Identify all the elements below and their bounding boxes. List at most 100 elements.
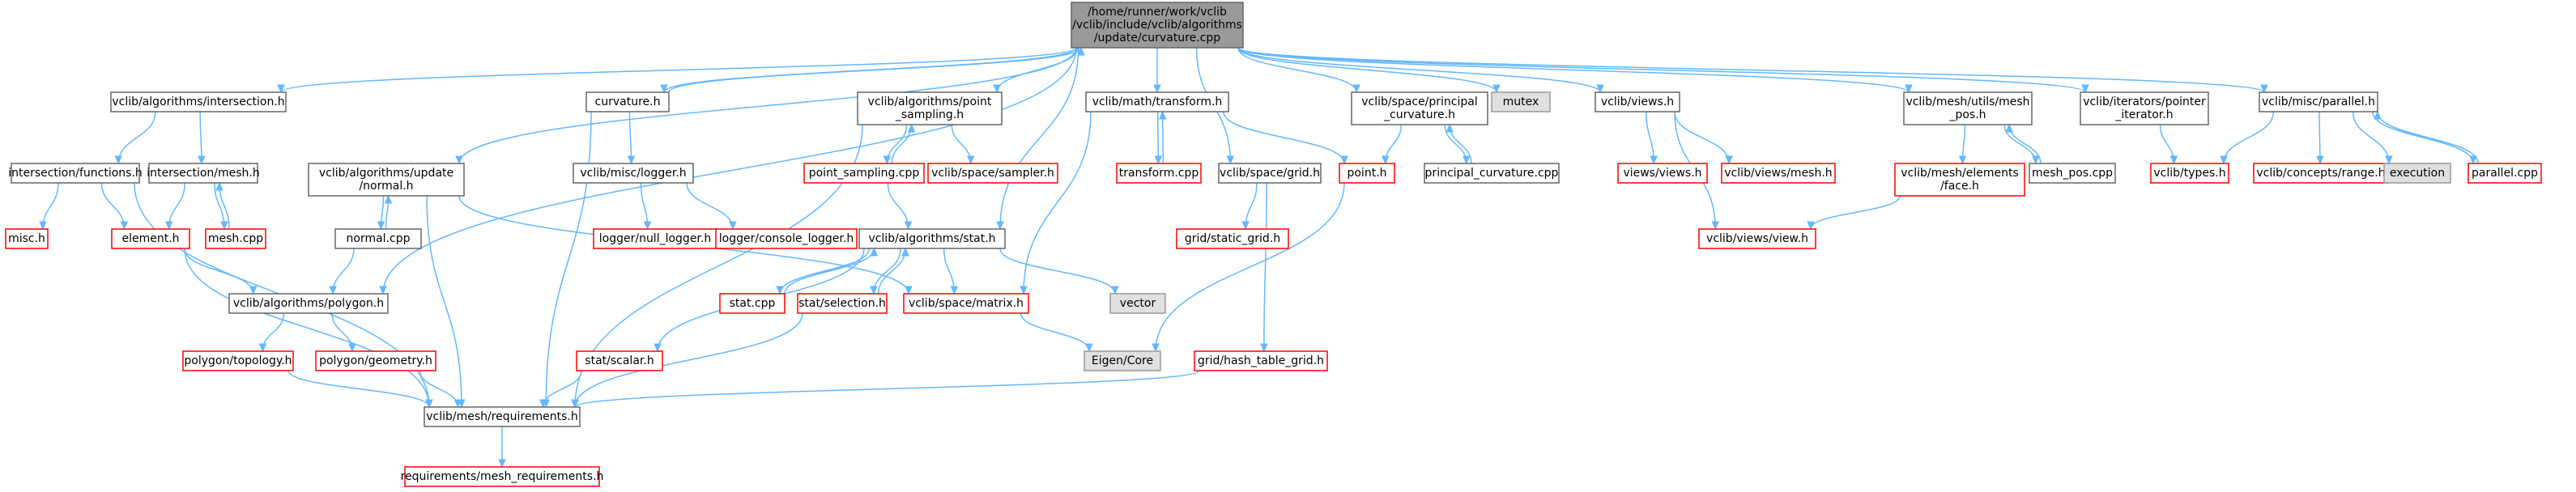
node-point-h[interactable]: point.h — [1339, 163, 1395, 184]
node-misc-h[interactable]: misc.h — [5, 228, 49, 249]
node-polygon-topology[interactable]: polygon/topology.h — [182, 350, 294, 371]
edge-arrowhead — [1492, 84, 1501, 94]
edge-root-to-intersection-h — [277, 47, 1077, 94]
edge-arrowhead — [425, 399, 433, 409]
node-stat-selection[interactable]: stat/selection.h — [797, 293, 888, 314]
node-space-sampler[interactable]: vclib/space/sampler.h — [927, 163, 1058, 184]
node-box — [1617, 163, 1708, 184]
node-point-sampling-cpp[interactable]: point_sampling.cpp — [803, 163, 925, 184]
node-stat-scalar[interactable]: stat/scalar.h — [576, 350, 663, 371]
node-stat-cpp[interactable]: stat.cpp — [719, 293, 786, 314]
node-intersection-mesh[interactable]: intersection/mesh.h — [147, 163, 260, 184]
node-intersection-h[interactable]: vclib/algorithms/intersection.h — [110, 91, 287, 112]
edge-line — [1023, 111, 1092, 295]
edge-arrowhead — [2469, 155, 2477, 165]
node-label: polygon/geometry.h — [319, 354, 432, 367]
edge-arrowhead — [883, 155, 892, 165]
node-views-h[interactable]: vclib/views.h — [1595, 91, 1680, 112]
node-parallel-cpp[interactable]: parallel.cpp — [2467, 163, 2542, 184]
node-mesh-requirements[interactable]: vclib/mesh/requirements.h — [424, 406, 581, 427]
node-update-normal[interactable]: vclib/algorithms/update/normal.h — [308, 163, 465, 197]
node-space-grid[interactable]: vclib/space/grid.h — [1218, 163, 1322, 184]
node-views-views[interactable]: views/views.h — [1617, 163, 1708, 184]
node-space-matrix[interactable]: vclib/space/matrix.h — [903, 293, 1029, 314]
edge-line — [1156, 111, 1160, 164]
node-label: vclib/concepts/range.h — [2256, 167, 2385, 180]
node-requirements-mesh[interactable]: requirements/mesh_requirements.h — [401, 466, 604, 487]
node-mesh-pos-h[interactable]: vclib/mesh/utils/mesh_pos.h — [1903, 91, 2033, 125]
edge-arrowhead — [1158, 110, 1167, 120]
node-curvature-h[interactable]: curvature.h — [585, 91, 670, 112]
edge-arrowhead — [2005, 123, 2013, 133]
edge-mesh-cpp-to-intersection-mesh — [215, 181, 230, 230]
edge-line — [382, 47, 1077, 295]
node-misc-parallel[interactable]: vclib/misc/parallel.h — [2259, 91, 2378, 112]
edge-math-transform-to-point-h — [1223, 111, 1348, 165]
node-mutex[interactable]: mutex — [1491, 91, 1551, 112]
node-concepts-range[interactable]: vclib/concepts/range.h — [2253, 163, 2389, 184]
edge-arrowhead — [220, 221, 228, 231]
node-label: mesh.cpp — [208, 232, 263, 245]
edge-arrowhead — [907, 123, 916, 133]
node-principal-curvature-h[interactable]: vclib/space/principal_curvature.h — [1351, 91, 1488, 125]
node-box — [1085, 91, 1229, 112]
node-label: element.h — [121, 232, 179, 245]
edge-arrowhead — [643, 221, 652, 231]
node-element-h[interactable]: element.h — [111, 228, 190, 249]
node-vector[interactable]: vector — [1109, 293, 1166, 314]
edge-arrowhead — [114, 155, 122, 165]
node-mesh-pos-cpp[interactable]: mesh_pos.cpp — [2029, 163, 2116, 184]
node-math-transform[interactable]: vclib/math/transform.h — [1085, 91, 1229, 112]
node-views-mesh[interactable]: vclib/views/mesh.h — [1721, 163, 1836, 184]
edge-line — [784, 248, 875, 295]
node-misc-logger[interactable]: vclib/misc/logger.h — [573, 163, 694, 184]
node-box — [5, 228, 49, 249]
edge-line — [1237, 47, 1497, 93]
node-grid-hash[interactable]: grid/hash_table_grid.h — [1194, 350, 1328, 371]
node-label: intersection/mesh.h — [147, 167, 260, 180]
edge-arrowhead — [966, 155, 975, 165]
node-polygon-geometry[interactable]: polygon/geometry.h — [315, 350, 436, 371]
node-label: logger/console_logger.h — [719, 232, 854, 245]
node-execution[interactable]: execution — [2383, 163, 2451, 184]
node-iterators-pointer[interactable]: vclib/iterators/pointer_iterator.h — [2080, 91, 2209, 125]
node-principal-curvature-cpp[interactable]: principal_curvature.cpp — [1424, 163, 1560, 184]
node-mesh-cpp[interactable]: mesh.cpp — [205, 228, 266, 249]
edge-line — [999, 248, 1116, 295]
edge-stat-cpp-to-stat-h — [784, 247, 879, 295]
edge-update-normal-to-normal-cpp — [377, 195, 385, 231]
node-root[interactable]: /home/runner/work/vclib/vclib/include/vc… — [1071, 2, 1244, 49]
edge-arrowhead — [1260, 343, 1268, 353]
edge-transform-cpp-to-math-transform — [1158, 110, 1167, 164]
node-null-logger[interactable]: logger/null_logger.h — [593, 228, 717, 249]
node-polygon-h[interactable]: vclib/algorithms/polygon.h — [228, 293, 389, 314]
node-stat-h[interactable]: vclib/algorithms/stat.h — [858, 228, 1006, 249]
node-types-h[interactable]: vclib/types.h — [2150, 163, 2229, 184]
node-grid-static[interactable]: grid/static_grid.h — [1176, 228, 1289, 249]
node-box — [111, 228, 190, 249]
node-transform-cpp[interactable]: transform.cpp — [1116, 163, 1202, 184]
node-label: logger/null_logger.h — [599, 232, 711, 245]
edge-line — [668, 47, 1082, 93]
edge-arrowhead — [2316, 155, 2324, 165]
node-views-view[interactable]: vclib/views/view.h — [1698, 228, 1816, 249]
edge-misc-parallel-to-concepts-range — [2316, 111, 2324, 165]
node-point-sampling-h[interactable]: vclib/algorithms/point_sampling.h — [857, 91, 1003, 125]
edge-intersection-mesh-to-element-h — [164, 182, 185, 231]
edge-line — [1674, 111, 1730, 164]
edge-misc-parallel-to-execution — [2352, 111, 2393, 165]
edges-layer — [39, 46, 2479, 469]
edge-arrowhead — [249, 286, 258, 295]
node-normal-cpp[interactable]: normal.cpp — [334, 228, 422, 249]
edge-normal-cpp-to-polygon-h — [329, 248, 355, 295]
node-label: curvature.h — [595, 95, 661, 108]
node-console-logger[interactable]: logger/console_logger.h — [715, 228, 858, 249]
node-intersection-functions[interactable]: intersection/functions.h — [8, 163, 143, 184]
node-box — [334, 228, 422, 249]
node-eigen-core[interactable]: Eigen/Core — [1084, 350, 1161, 371]
edge-update-normal-to-mesh-requirements — [426, 195, 466, 409]
edge-stat-selection-to-stat-h — [878, 247, 909, 295]
edge-line — [184, 248, 254, 295]
edge-arrowhead — [377, 221, 385, 231]
node-elements-face[interactable]: vclib/mesh/elements/face.h — [1894, 163, 2025, 197]
